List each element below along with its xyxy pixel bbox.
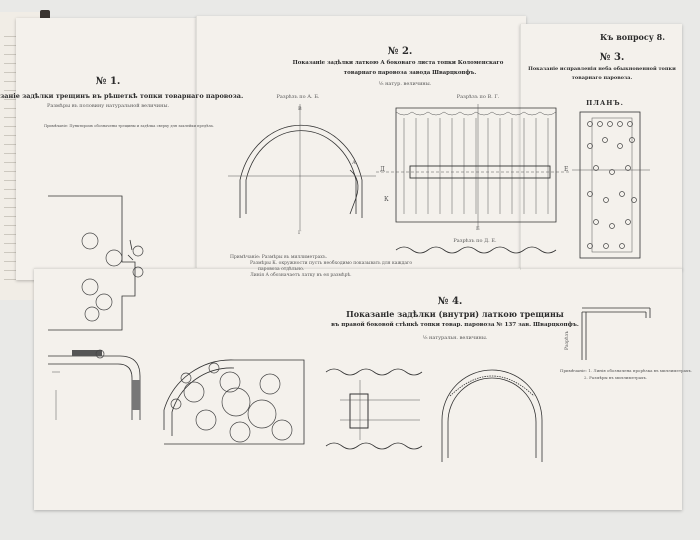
fig4-wavy-section	[325, 368, 423, 450]
fig1-number: № 1.	[95, 76, 121, 87]
fig2-note-line4: Линія А обозначаетъ латку въ ея размѣрѣ.	[250, 273, 352, 278]
fold-line	[520, 24, 521, 270]
label-letter-b: Б	[476, 226, 480, 232]
fold-line	[196, 16, 197, 268]
fig1-section-drawing	[48, 349, 141, 420]
sheet-fig1	[16, 18, 198, 280]
fig3-plan-label: ПЛАНЪ.	[586, 99, 624, 107]
fig2-number: № 2.	[387, 46, 413, 57]
fig4-firebox-arc	[441, 369, 543, 462]
fig4-boiler-corner	[163, 359, 305, 445]
fig4-number: № 4.	[437, 296, 463, 307]
fig4-side-profile	[581, 307, 651, 360]
fig2-firebox-arc	[228, 104, 376, 230]
fig4-note-line1: Примѣчаніе: 1. Линія обозначена прорѣзка…	[560, 368, 693, 373]
fig2-section-ab: Разрѣзъ по А. Б.	[276, 94, 320, 100]
sheet-fig2	[196, 16, 526, 268]
fig2-title-line2: товарнаго паровоза завода Шварцкопфъ.	[343, 70, 477, 76]
fig2-section-vg: Разрѣзъ по В. Г.	[456, 94, 500, 100]
fig1-note: Примѣчаніе: Пунктиромъ обозначены трещин…	[44, 124, 214, 128]
label-letter-d: Д	[380, 166, 385, 173]
fig3-plan-drawing	[572, 111, 650, 259]
fig2-title-line1: Показаніе задѣлки латкою А боковаго лист…	[292, 60, 504, 66]
label-letter-g: Г	[298, 230, 302, 236]
fig4-title: Показаніе задѣлки (внутри) латкою трещин…	[346, 309, 564, 319]
fig1-title: Показаніе задѣлки трещинъ въ рѣшеткѣ топ…	[0, 92, 244, 100]
sheet-fig4	[34, 268, 682, 510]
fold-line	[34, 268, 682, 269]
fig2-scale: ⅛ натур. величины.	[378, 81, 432, 87]
fig3-number: № 3.	[599, 52, 625, 63]
fig4-subtitle: въ правой боковой стѣнкѣ топки товар. па…	[331, 322, 579, 328]
fig3-title-line2: товарнаго паровоза.	[571, 75, 633, 81]
fig2-corrugated-section	[376, 104, 570, 254]
fig1-scale: Размѣры въ половину натуральной величины…	[46, 103, 170, 109]
fig4-scale: ⅛ натуральн. величины.	[422, 335, 488, 341]
fig2-note-line3: паровоза отдѣльно.	[258, 267, 305, 272]
label-letter-e: Е	[564, 166, 569, 173]
label-letter-k: К	[384, 196, 389, 203]
label-letter-a: А	[352, 160, 356, 166]
label-letter-v: В	[298, 106, 302, 112]
fig3-title-line1: Показаніе исправленія неба обыкновенной …	[528, 66, 676, 72]
corner-tag: Къ вопросу 8.	[600, 32, 666, 42]
sheet-fig3	[520, 24, 682, 270]
fig1-plate-drawing	[48, 195, 144, 331]
fig2-note-line1: Примѣчаніе: Размѣры въ миллиметрахъ.	[230, 255, 328, 260]
fig2-note-line2: Размѣры К. окружности пусть необходимо п…	[250, 261, 413, 266]
fig2-section-de: Разрѣзъ по Д. Е.	[453, 238, 497, 244]
fig4-note-line2: 2. Размѣры въ миллиметрахъ.	[584, 375, 648, 380]
